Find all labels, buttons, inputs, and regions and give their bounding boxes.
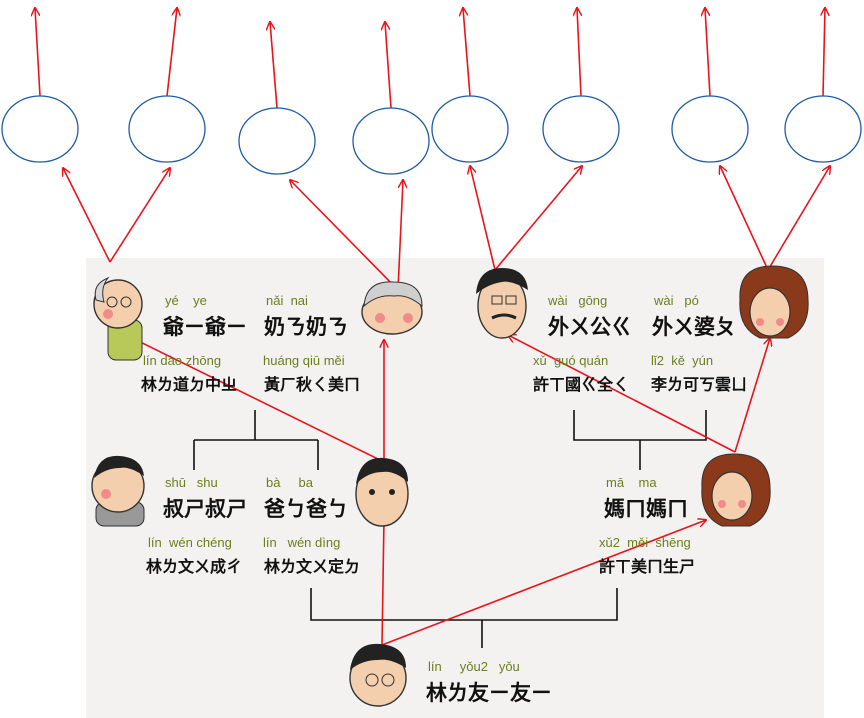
- arrow-waigong-oval6: [494, 166, 582, 271]
- shushu-name-pinyin: lín wén chéng: [148, 535, 232, 550]
- red-arrows: [35, 8, 830, 646]
- waipo-face: [739, 265, 809, 339]
- youyou-pinyin: lín yǒu2 yǒu: [428, 659, 520, 674]
- family-chart-panel: [86, 258, 824, 718]
- baba-name-pinyin: lín wén dìng: [263, 535, 341, 550]
- shushu-pinyin: shū shu: [165, 475, 218, 490]
- mama-pinyin: mā ma: [606, 475, 657, 490]
- arrow-youyou-mama: [381, 520, 706, 646]
- waigong-face: [476, 268, 528, 339]
- arrow-top-6: [577, 8, 581, 97]
- arrow-top-4: [385, 22, 392, 109]
- mama-name: 許ㄒ美ㄇ生ㄕ: [599, 557, 696, 576]
- blank-oval-6: [542, 95, 620, 163]
- tree-line-lin-grandparents: [193, 410, 319, 470]
- blank-oval-8: [784, 95, 862, 163]
- waipo-name: 李ㄌ可ㄎ雲ㄩ: [651, 375, 748, 394]
- arrow-top-2: [166, 8, 177, 97]
- shushu-title: 叔ㄕ叔ㄕ: [163, 496, 247, 521]
- blank-oval-3: [238, 107, 316, 175]
- yeye-name-pinyin: lín dào zhōng: [143, 353, 222, 368]
- baba-name: 林ㄌ文ㄨ定ㄉ: [264, 557, 361, 576]
- arrow-waipo-oval8: [767, 166, 830, 271]
- arrow-mama-waigong: [508, 335, 736, 453]
- mama-name-pinyin: xǔ2 měi shēng: [599, 535, 691, 550]
- nainai-title: 奶ㄋ奶ㄋ: [264, 314, 348, 339]
- nainai-name-pinyin: huáng qiū měi: [263, 353, 345, 368]
- shushu-name: 林ㄌ文ㄨ成ㄔ: [146, 557, 243, 576]
- waigong-name: 許ㄒ國ㄍ全ㄑ: [533, 375, 630, 394]
- arrow-yeye-oval2: [109, 168, 170, 263]
- blank-oval-7: [671, 95, 749, 163]
- arrow-waipo-oval7: [720, 166, 769, 271]
- arrow-baba-yeye: [126, 335, 385, 463]
- waipo-name-pinyin: lǐ2 kě yún: [651, 353, 714, 368]
- arrow-top-1: [35, 8, 41, 97]
- yeye-face: [93, 276, 143, 361]
- arrow-top-8: [823, 8, 825, 97]
- nainai-name: 黃ㄏ秋ㄑ美ㄇ: [264, 375, 361, 394]
- arrow-nainai-oval3: [290, 180, 399, 291]
- blank-oval-4: [352, 107, 430, 175]
- arrow-nainai-oval4: [397, 180, 403, 291]
- blank-ovals: [1, 95, 862, 175]
- nainai-pinyin: nǎi nai: [266, 293, 308, 308]
- youyou-face: [349, 643, 407, 707]
- waigong-title: 外ㄨ公ㄍ: [548, 314, 632, 339]
- arrow-waigong-oval5: [470, 166, 496, 271]
- yeye-title: 爺ㄧ爺ㄧ: [163, 314, 247, 339]
- blank-oval-5: [431, 95, 509, 163]
- yeye-name: 林ㄌ道ㄉ中ㄓ: [141, 375, 238, 394]
- baba-face: [355, 457, 409, 527]
- arrow-top-5: [463, 8, 471, 97]
- waipo-title: 外ㄨ婆ㄆ: [652, 314, 736, 339]
- nainai-face: [361, 281, 423, 335]
- tree-line-xu-grandparents: [573, 410, 707, 470]
- arrow-youyou-baba: [382, 518, 384, 646]
- yeye-pinyin: yé ye: [165, 293, 207, 308]
- mama-face: [701, 453, 771, 527]
- baba-pinyin: bà ba: [266, 475, 313, 490]
- waigong-name-pinyin: xǔ guó quán: [533, 353, 609, 368]
- arrow-top-7: [705, 8, 711, 97]
- tree-line-parents: [310, 588, 618, 648]
- waipo-pinyin: wài pó: [654, 293, 699, 308]
- mama-title: 媽ㄇ媽ㄇ: [604, 496, 688, 521]
- blank-oval-2: [128, 95, 206, 163]
- youyou-name: 林ㄌ友ㄧ友ㄧ: [426, 680, 552, 705]
- waigong-pinyin: wài gōng: [548, 293, 608, 308]
- tree-lines: [193, 410, 707, 648]
- baba-title: 爸ㄅ爸ㄅ: [264, 496, 348, 521]
- blank-oval-1: [1, 95, 79, 163]
- arrow-mama-waipo: [734, 338, 770, 453]
- shushu-face: [91, 455, 145, 527]
- arrow-yeye-oval1: [63, 168, 111, 263]
- arrow-top-3: [270, 22, 278, 109]
